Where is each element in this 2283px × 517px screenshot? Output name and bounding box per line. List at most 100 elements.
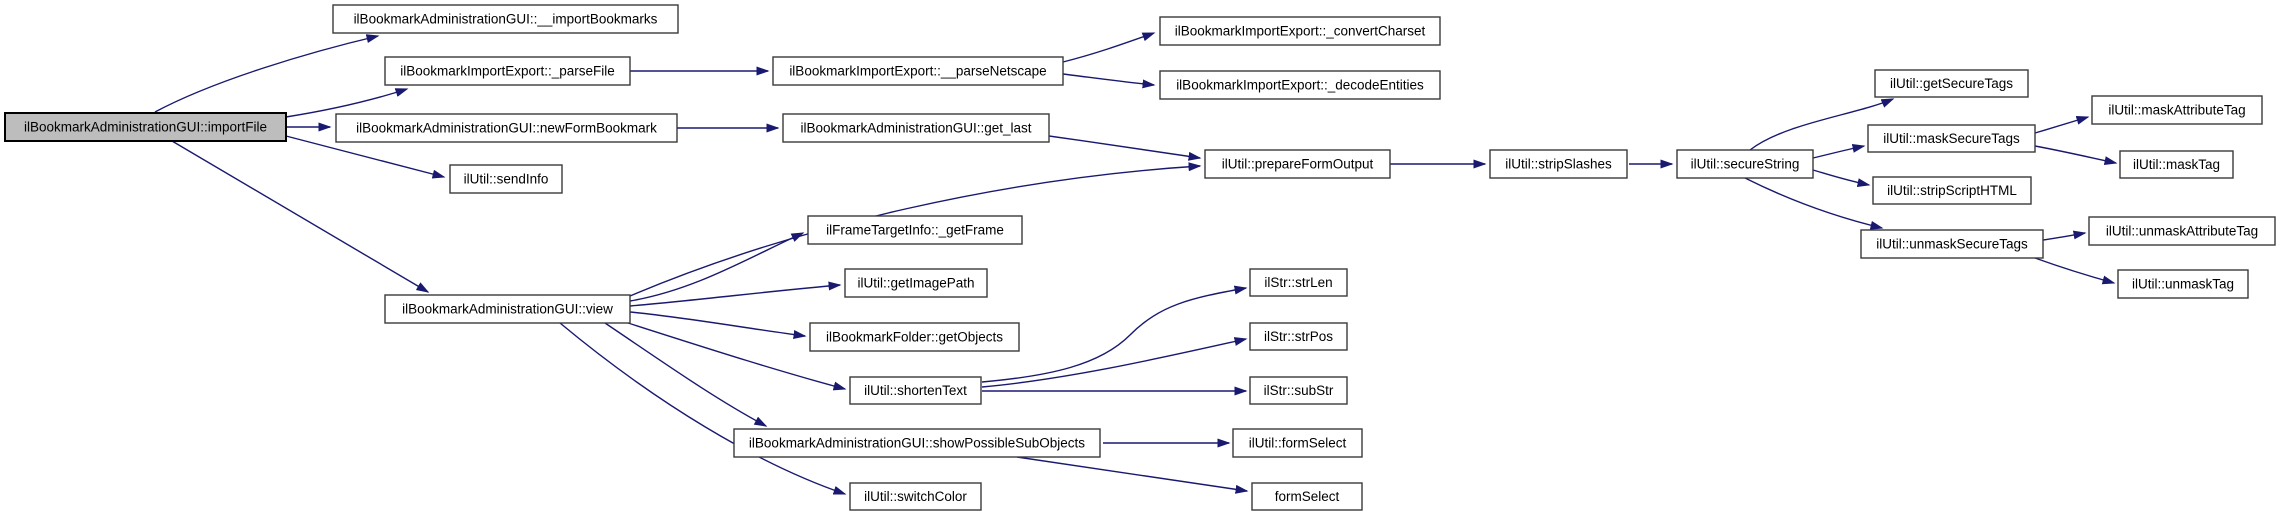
graph-node-label: ilUtil::getSecureTags — [1890, 76, 2013, 91]
graph-node-label: ilUtil::shortenText — [864, 383, 967, 398]
graph-node-prepare-form-output[interactable]: ilUtil::prepareFormOutput — [1204, 149, 1391, 179]
graph-edges — [154, 32, 2118, 495]
graph-node-parse-netscape[interactable]: ilBookmarkImportExport::__parseNetscape — [772, 56, 1064, 86]
graph-edge-secure-string-to-strip-script-html — [1812, 169, 1871, 188]
graph-edge-import-file-to-parse-file — [285, 88, 409, 118]
graph-node-label: ilUtil::maskTag — [2133, 157, 2220, 172]
graph-node-secure-string[interactable]: ilUtil::secureString — [1676, 149, 1814, 179]
graph-node-box — [4, 112, 287, 142]
graph-node-unmask-attribute-tag[interactable]: ilUtil::unmaskAttributeTag — [2088, 216, 2276, 246]
graph-edge-get-last-to-prepare-form-output — [1048, 135, 1202, 161]
graph-edge-secure-string-to-unmask-secure-tags — [1744, 177, 1884, 230]
graph-edge-view-to-prepare-form-output — [629, 162, 1202, 297]
graph-node-label: ilUtil::maskSecureTags — [1883, 131, 2020, 146]
graph-node-box — [772, 56, 1064, 86]
graph-node-label: ilUtil::prepareFormOutput — [1222, 157, 1374, 172]
graph-node-box — [2088, 216, 2276, 246]
graph-edge-view-to-get-frame — [629, 232, 805, 302]
graph-nodes: ilBookmarkAdministrationGUI::importFilei… — [4, 4, 2276, 511]
graph-node-str-pos[interactable]: ilStr::strPos — [1249, 322, 1348, 351]
graph-edge-secure-string-to-mask-secure-tags — [1812, 143, 1866, 159]
graph-node-box — [2117, 269, 2249, 299]
graph-node-form-select-util[interactable]: ilUtil::formSelect — [1232, 428, 1363, 458]
graph-node-parse-file[interactable]: ilBookmarkImportExport::_parseFile — [384, 56, 631, 86]
graph-node-box — [1872, 176, 2032, 205]
graph-node-box — [1159, 70, 1441, 100]
graph-node-box — [2119, 150, 2234, 179]
graph-node-get-image-path[interactable]: ilUtil::getImagePath — [844, 268, 988, 298]
graph-edge-secure-string-to-get-secure-tags — [1749, 98, 1895, 151]
graph-node-mask-attribute-tag[interactable]: ilUtil::maskAttributeTag — [2091, 95, 2263, 125]
graph-node-box — [1249, 268, 1348, 297]
graph-node-import-file: ilBookmarkAdministrationGUI::importFile — [4, 112, 287, 142]
graph-node-box — [1489, 149, 1628, 179]
graph-edge-parse-netscape-to-convert-charset — [1062, 32, 1156, 63]
graph-node-box — [782, 113, 1050, 143]
graph-node-box — [807, 215, 1023, 245]
graph-node-label: ilStr::subStr — [1264, 383, 1334, 398]
graph-node-box — [849, 482, 982, 511]
graph-node-get-last[interactable]: ilBookmarkAdministrationGUI::get_last — [782, 113, 1050, 143]
graph-edge-shorten-text-to-str-len — [981, 285, 1248, 383]
graph-node-str-len[interactable]: ilStr::strLen — [1249, 268, 1348, 297]
graph-node-decode-entities[interactable]: ilBookmarkImportExport::_decodeEntities — [1159, 70, 1441, 100]
graph-node-new-form-bookmark[interactable]: ilBookmarkAdministrationGUI::newFormBook… — [335, 113, 678, 143]
graph-node-box — [1867, 124, 2036, 153]
graph-node-unmask-tag[interactable]: ilUtil::unmaskTag — [2117, 269, 2249, 299]
graph-edge-view-to-shorten-text — [627, 322, 847, 391]
graph-node-get-secure-tags[interactable]: ilUtil::getSecureTags — [1874, 69, 2029, 98]
graph-node-box — [1860, 229, 2044, 259]
graph-node-label: formSelect — [1275, 489, 1340, 504]
graph-node-show-possible-subobjects[interactable]: ilBookmarkAdministrationGUI::showPossibl… — [733, 428, 1101, 458]
graph-edge-parse-netscape-to-decode-entities — [1062, 73, 1156, 89]
graph-node-label: ilUtil::switchColor — [864, 489, 967, 504]
graph-edge-show-possible-subobjects-to-form-select — [1016, 456, 1249, 494]
graph-node-mask-tag[interactable]: ilUtil::maskTag — [2119, 150, 2234, 179]
graph-node-convert-charset[interactable]: ilBookmarkImportExport::_convertCharset — [1159, 16, 1441, 46]
graph-node-strip-script-html[interactable]: ilUtil::stripScriptHTML — [1872, 176, 2032, 205]
graph-node-box — [844, 268, 988, 298]
graph-node-label: ilUtil::getImagePath — [857, 276, 974, 291]
graph-node-label: ilUtil::formSelect — [1249, 436, 1347, 451]
graph-node-switch-color[interactable]: ilUtil::switchColor — [849, 482, 982, 511]
graph-node-box — [1676, 149, 1814, 179]
graph-edge-shorten-text-to-str-pos — [981, 337, 1248, 388]
graph-node-label: ilBookmarkImportExport::__parseNetscape — [789, 64, 1046, 79]
graph-node-box — [335, 113, 678, 143]
graph-node-box — [384, 294, 631, 324]
graph-node-send-info[interactable]: ilUtil::sendInfo — [449, 164, 563, 194]
graph-node-mask-secure-tags[interactable]: ilUtil::maskSecureTags — [1867, 124, 2036, 153]
graph-node-box — [849, 376, 982, 405]
graph-node-get-objects[interactable]: ilBookmarkFolder::getObjects — [809, 322, 1020, 352]
graph-node-get-frame[interactable]: ilFrameTargetInfo::_getFrame — [807, 215, 1023, 245]
graph-node-box — [1874, 69, 2029, 98]
graph-node-box — [332, 4, 679, 34]
graph-node-label: ilBookmarkAdministrationGUI::importFile — [24, 120, 267, 135]
graph-node-label: ilBookmarkAdministrationGUI::newFormBook… — [356, 121, 657, 136]
graph-node-label: ilStr::strLen — [1264, 275, 1332, 290]
graph-node-box — [1204, 149, 1391, 179]
graph-node-label: ilUtil::unmaskSecureTags — [1876, 237, 2028, 252]
graph-node-box — [1159, 16, 1441, 46]
graph-edge-unmask-secure-tags-to-unmask-tag — [2034, 257, 2116, 285]
graph-node-box — [1249, 322, 1348, 351]
graph-edge-import-file-to-import-bookmarks — [154, 34, 380, 113]
graph-node-form-select[interactable]: formSelect — [1251, 482, 1363, 511]
graph-node-sub-str[interactable]: ilStr::subStr — [1249, 376, 1348, 405]
graph-node-view[interactable]: ilBookmarkAdministrationGUI::view — [384, 294, 631, 324]
graph-edge-view-to-show-possible-subobjects — [604, 322, 768, 427]
graph-node-label: ilBookmarkAdministrationGUI::view — [402, 302, 613, 317]
graph-node-label: ilFrameTargetInfo::_getFrame — [826, 223, 1004, 238]
graph-node-import-bookmarks[interactable]: ilBookmarkAdministrationGUI::__importBoo… — [332, 4, 679, 34]
graph-node-label: ilBookmarkImportExport::_convertCharset — [1175, 24, 1426, 39]
graph-node-label: ilBookmarkImportExport::_decodeEntities — [1176, 78, 1424, 93]
graph-node-shorten-text[interactable]: ilUtil::shortenText — [849, 376, 982, 405]
graph-edge-unmask-secure-tags-to-unmask-attribute-tag — [2042, 230, 2087, 241]
graph-node-unmask-secure-tags[interactable]: ilUtil::unmaskSecureTags — [1860, 229, 2044, 259]
graph-node-label: ilBookmarkFolder::getObjects — [826, 330, 1003, 345]
graph-node-label: ilStr::strPos — [1264, 329, 1333, 344]
graph-node-strip-slashes[interactable]: ilUtil::stripSlashes — [1489, 149, 1628, 179]
graph-edge-view-to-get-image-path — [629, 281, 842, 307]
graph-node-label: ilUtil::unmaskTag — [2132, 277, 2234, 292]
